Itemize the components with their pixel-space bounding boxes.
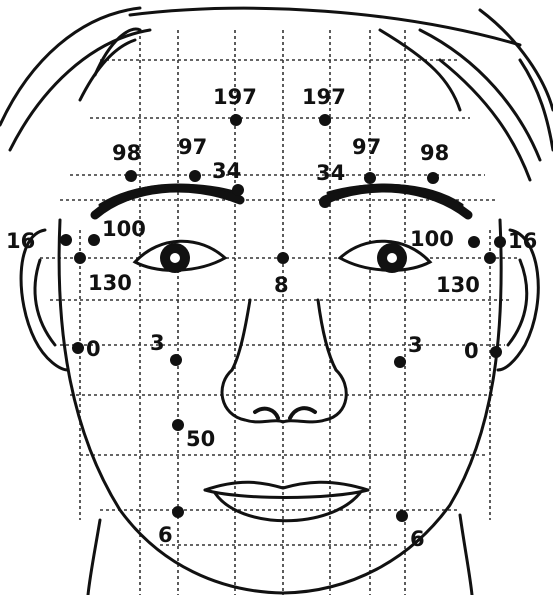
point-label-34-left: 34: [212, 159, 241, 183]
point-label-97-left: 97: [178, 135, 207, 159]
acupoint-dot-98-right: [427, 172, 439, 184]
point-label-100-right: 100: [410, 227, 454, 251]
acupoint-dot-16-left: [60, 234, 72, 246]
point-label-16-right: 16: [508, 229, 537, 253]
acupoint-dot-0-left: [72, 342, 84, 354]
point-label-98-left: 98: [112, 141, 141, 165]
point-label-16-left: 16: [6, 229, 35, 253]
acupoint-dot-97-left: [189, 170, 201, 182]
point-label-34-right: 34: [316, 161, 345, 185]
reference-grid: [40, 30, 520, 595]
point-label-130-left: 130: [88, 271, 132, 295]
point-label-0-left: 0: [86, 337, 101, 361]
point-label-0-right: 0: [464, 339, 479, 363]
point-label-98-right: 98: [420, 141, 449, 165]
acupoint-dot-34-right: [319, 196, 331, 208]
point-label-8-center: 8: [274, 273, 289, 297]
point-label-3-left: 3: [150, 331, 165, 355]
hair: [0, 8, 553, 180]
acupoint-dot-50-left: [172, 419, 184, 431]
acupoint-dot-197-right: [319, 114, 331, 126]
acupoint-dot-197-left: [230, 114, 242, 126]
point-label-6-right: 6: [410, 527, 425, 551]
point-label-6-left: 6: [158, 523, 173, 547]
point-label-197-left: 197: [213, 85, 257, 109]
acupoint-dot-97-right: [364, 172, 376, 184]
acupoint-dot-16-right: [494, 236, 506, 248]
point-label-100-left: 100: [102, 217, 146, 241]
point-label-197-right: 197: [302, 85, 346, 109]
acupoint-dot-8-center: [277, 252, 289, 264]
acupoint-dot-0-right: [490, 346, 502, 358]
acupoint-dot-6-right: [396, 510, 408, 522]
acupoint-dot-100-right: [468, 236, 480, 248]
acupoint-dot-98-left: [125, 170, 137, 182]
point-label-50-left: 50: [186, 427, 215, 451]
mouth: [205, 482, 368, 521]
acupoint-dot-3-right: [394, 356, 406, 368]
acupoint-dot-130-right: [484, 252, 496, 264]
point-label-130-right: 130: [436, 273, 480, 297]
acupoint-dot-100-left: [88, 234, 100, 246]
acupoint-dot-130-left: [74, 252, 86, 264]
acupoint-dot-6-left: [172, 506, 184, 518]
acupoint-dot-3-left: [170, 354, 182, 366]
acupoint-dot-34-left: [232, 184, 244, 196]
acupoint-labels: 197 197 98 97 34 34 97 98 16 100 100 16 …: [6, 85, 537, 551]
nose: [222, 300, 346, 422]
point-label-97-right: 97: [352, 135, 381, 159]
point-label-3-right: 3: [408, 333, 423, 357]
